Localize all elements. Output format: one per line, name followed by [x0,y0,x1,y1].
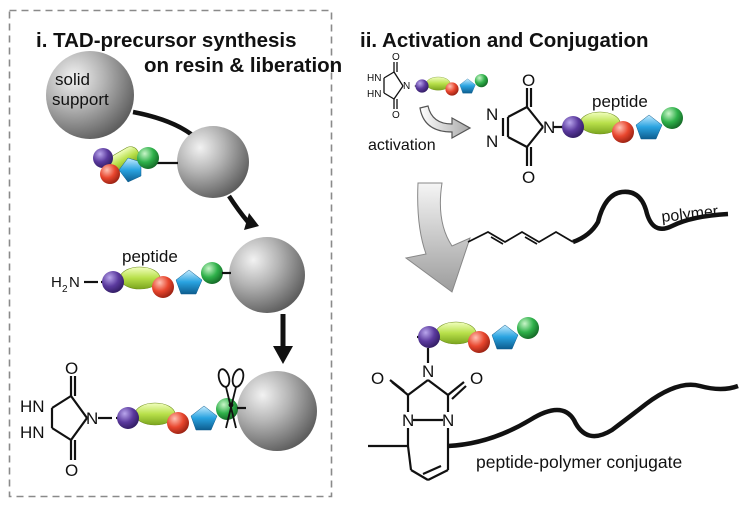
solid-support-label-line1: solid [55,70,90,89]
resin-sphere-1 [177,126,249,198]
urazole-structure [50,376,112,460]
tad-peptide-chain [559,105,685,145]
scissors-icon [217,368,245,429]
resin-sphere-3 [237,371,317,451]
amino-acid-cluster [93,146,178,184]
tad-structure [501,88,563,166]
synthesis-arrow-2-head [244,213,259,230]
product-N-left: N [402,411,414,430]
panel-i-title-line2: on resin & liberation [144,54,342,77]
liberation-arrow-head [273,346,293,364]
product-peptide-chain [415,315,541,355]
peptide-chain-on-resin [99,260,225,300]
product-N-right: N [442,411,454,430]
tad-N-bottom: N [486,132,498,151]
small-urazole-HN-bottom: HN [367,89,381,100]
urazole-HN-top: HN [20,397,45,416]
tad-N-right: N [543,118,555,137]
panel-i-title-line1: i. TAD-precursor synthesis [36,29,297,52]
urazole-HN-bottom: HN [20,423,45,442]
urazole-O-bottom: O [65,461,78,480]
panel-ii-title: ii. Activation and Conjugation [360,29,649,52]
solid-support-label-line2: support [52,90,109,109]
urazole-O-top: O [65,359,78,378]
product-O-right: O [470,369,483,388]
product-structure [368,379,467,481]
polymer-label: polymer [661,203,720,226]
synthesis-arrow-2 [227,194,250,224]
small-urazole-HN-top: HN [367,73,381,84]
urazole-peptide-chain [114,396,240,436]
small-urazole-O-top: O [392,52,400,63]
tad-N-top: N [486,105,498,124]
peptide-label-i: peptide [122,247,178,266]
small-urazole-O-bottom: O [392,110,400,121]
product-N-top: N [422,362,434,381]
panel-i-border [8,9,333,498]
activation-arrow [419,105,472,140]
small-urazole-structure [383,62,404,109]
amine-H: H [51,274,62,291]
product-O-left: O [371,369,384,388]
tad-O-bottom: O [522,168,535,187]
amine-N: N [69,274,80,291]
tad-O-top: O [522,71,535,90]
peptide-label-ii: peptide [592,92,648,111]
urazole-N: N [86,409,98,428]
small-urazole-N: N [403,81,410,92]
resin-sphere-2 [229,237,305,313]
amine-subscript-2: 2 [62,284,68,295]
synthesis-arrow-1 [132,109,198,140]
conjugate-label: peptide-polymer conjugate [476,452,682,472]
diene-polymer [467,189,729,245]
activation-label: activation [368,137,436,154]
product-polymer-chain [447,382,739,449]
conjugation-arrow [404,182,471,293]
small-peptide-chain [414,73,489,97]
solid-support-sphere [46,51,134,139]
